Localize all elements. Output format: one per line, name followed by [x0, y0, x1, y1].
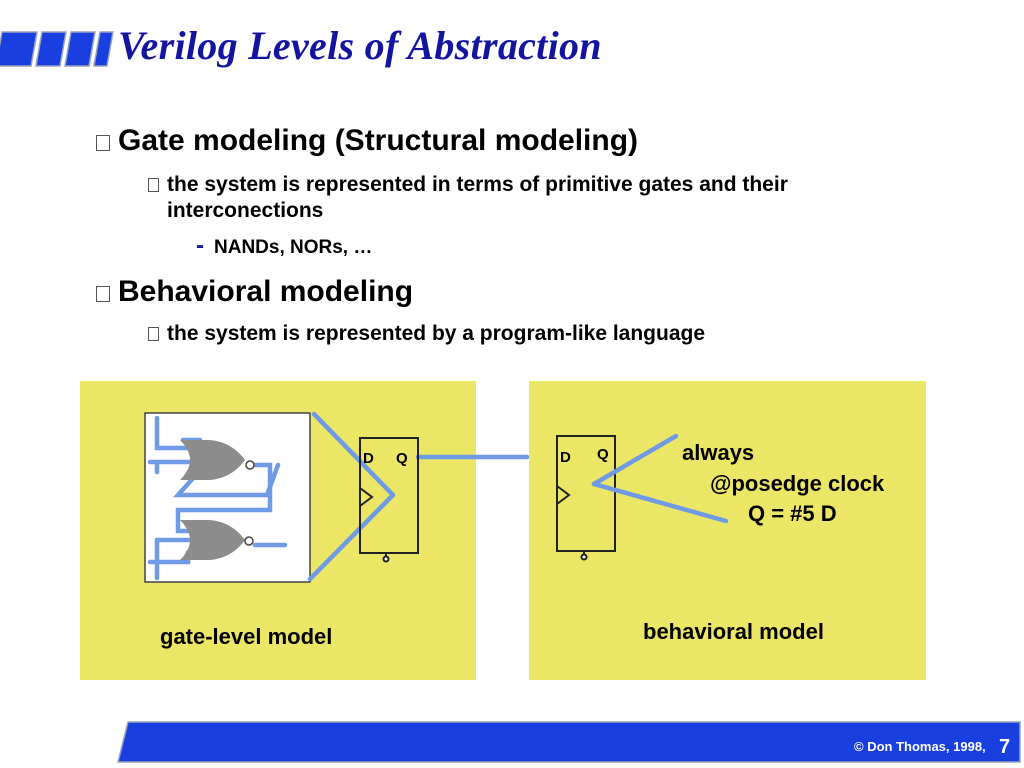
left-connectors — [307, 411, 530, 582]
bullet-box-icon — [148, 178, 159, 192]
code-line-assign: Q = #5 D — [748, 501, 837, 526]
footer-bar — [117, 721, 1021, 763]
sub-bullet-behavioral-description: the system is represented by a program-l… — [148, 321, 705, 347]
slide-title: Verilog Levels of Abstraction — [118, 23, 602, 68]
bullet-gate-modeling: Gate modeling (Structural modeling) — [96, 124, 638, 158]
right-reset-bubble — [580, 553, 588, 561]
right-ff-q-label: Q — [597, 446, 609, 463]
bullet-box-icon — [96, 286, 110, 302]
behavioral-caption: behavioral model — [643, 619, 824, 644]
left-clock-triangle — [359, 487, 374, 507]
right-clock-triangle — [556, 485, 571, 505]
left-flipflop-box — [359, 437, 419, 554]
left-ff-q-label: Q — [396, 450, 408, 467]
page-number: 7 — [999, 736, 1011, 758]
left-reset-bubble — [382, 555, 390, 563]
sub-sub-bullet-text: NANDs, NORs, … — [214, 237, 373, 258]
code-line-posedge: @posedge clock — [710, 471, 885, 496]
bullet-box-icon — [96, 135, 110, 151]
bullet-box-icon — [148, 327, 159, 341]
behavioral-panel — [529, 381, 926, 680]
gate-circuit-box — [144, 412, 311, 583]
code-line-always: always — [682, 440, 755, 465]
sub-sub-bullet-nands: -NANDs, NORs, … — [196, 232, 372, 260]
right-ff-d-label: D — [560, 449, 571, 466]
footer-copyright: © Don Thomas, 1998, — [854, 739, 986, 754]
right-flipflop-box — [556, 435, 616, 552]
dash-icon: - — [196, 232, 204, 259]
bullet-text: Behavioral modeling — [118, 275, 414, 308]
sub-bullet-text: the system is represented by a program-l… — [167, 322, 706, 345]
nor-gate-top — [180, 440, 245, 480]
left-ff-d-label: D — [363, 450, 374, 467]
bullet-behavioral-modeling: Behavioral modeling — [96, 275, 413, 309]
gate-top-bubble — [245, 460, 255, 470]
sub-bullet-gate-description: the system is represented in terms of pr… — [148, 172, 948, 224]
bullet-text: Gate modeling (Structural modeling) — [118, 124, 639, 157]
gate-level-caption: gate-level model — [160, 624, 333, 649]
nor-gate-bottom — [180, 520, 245, 560]
sub-bullet-text: the system is represented in terms of pr… — [167, 173, 788, 222]
title-logo-bars — [0, 31, 114, 67]
gate-bottom-bubble — [244, 536, 254, 546]
right-connectors — [591, 433, 729, 524]
